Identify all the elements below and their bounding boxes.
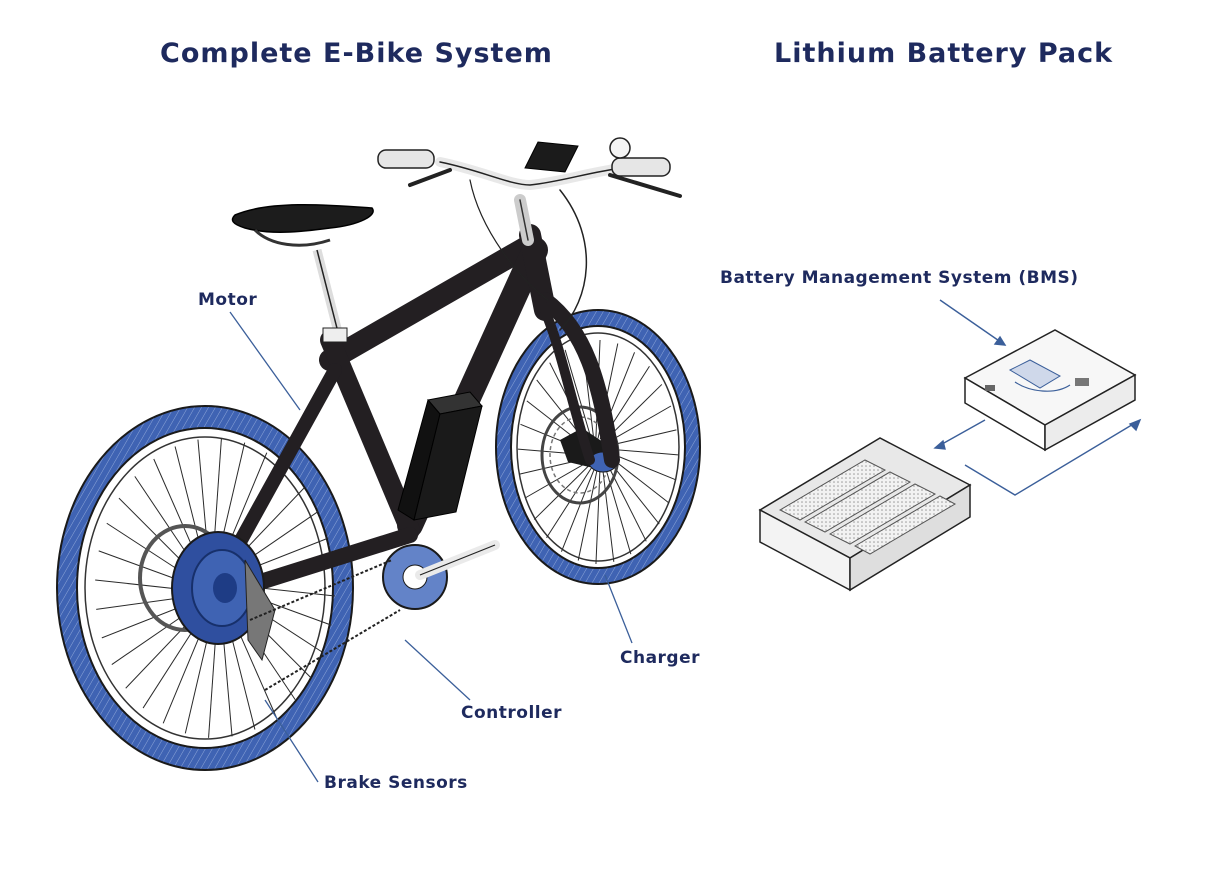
crankset xyxy=(249,540,500,691)
motor-label: Motor xyxy=(198,290,258,310)
ebike-system-title: Complete E-Bike System xyxy=(160,38,553,69)
brake-sensors-label: Brake Sensors xyxy=(324,773,468,793)
controller-label: Controller xyxy=(461,703,563,723)
charger-label: Charger xyxy=(620,648,701,668)
cell-pack xyxy=(758,437,972,592)
hub-motor xyxy=(138,524,276,662)
handlebar xyxy=(377,137,682,331)
frame-battery xyxy=(397,391,483,521)
saddle xyxy=(231,204,374,343)
battery-pack-title: Lithium Battery Pack xyxy=(774,38,1114,69)
front-wheel xyxy=(495,309,701,585)
bms-label: Battery Management System (BMS) xyxy=(720,268,1079,288)
battery-arrows xyxy=(933,299,1142,496)
leader-lines xyxy=(229,311,633,783)
bms-module xyxy=(963,329,1137,452)
